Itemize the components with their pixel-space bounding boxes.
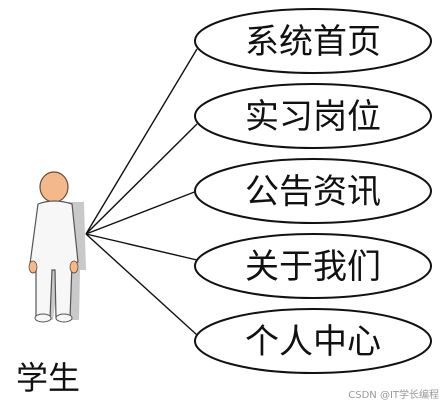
association-line (85, 190, 198, 235)
use-case-label: 系统首页 (245, 22, 381, 62)
actor-right-foot (55, 313, 73, 323)
watermark: CSDN @IT学长编程 (348, 390, 439, 401)
actor-left-hand (28, 260, 38, 274)
association-line (85, 233, 198, 336)
actor-left-foot (34, 313, 52, 323)
association-line (85, 48, 198, 235)
use-case-ellipse (194, 83, 432, 149)
association-line (85, 123, 198, 235)
use-case-label: 个人中心 (245, 322, 381, 362)
actor-figure (28, 171, 86, 323)
use-case-label: 公告资讯 (245, 172, 381, 212)
use-case-label: 关于我们 (245, 247, 381, 287)
use-case-ellipse (194, 8, 432, 74)
use-case-ellipse (194, 233, 432, 299)
use-case-label: 实习岗位 (245, 97, 381, 137)
use-case-ellipse (194, 158, 432, 224)
actor-label: 学生 (16, 359, 80, 397)
actor-right-hand (69, 260, 79, 274)
associations (85, 48, 198, 336)
actor-head (39, 171, 69, 203)
association-line (85, 233, 198, 261)
use-case-ellipse (194, 308, 432, 374)
